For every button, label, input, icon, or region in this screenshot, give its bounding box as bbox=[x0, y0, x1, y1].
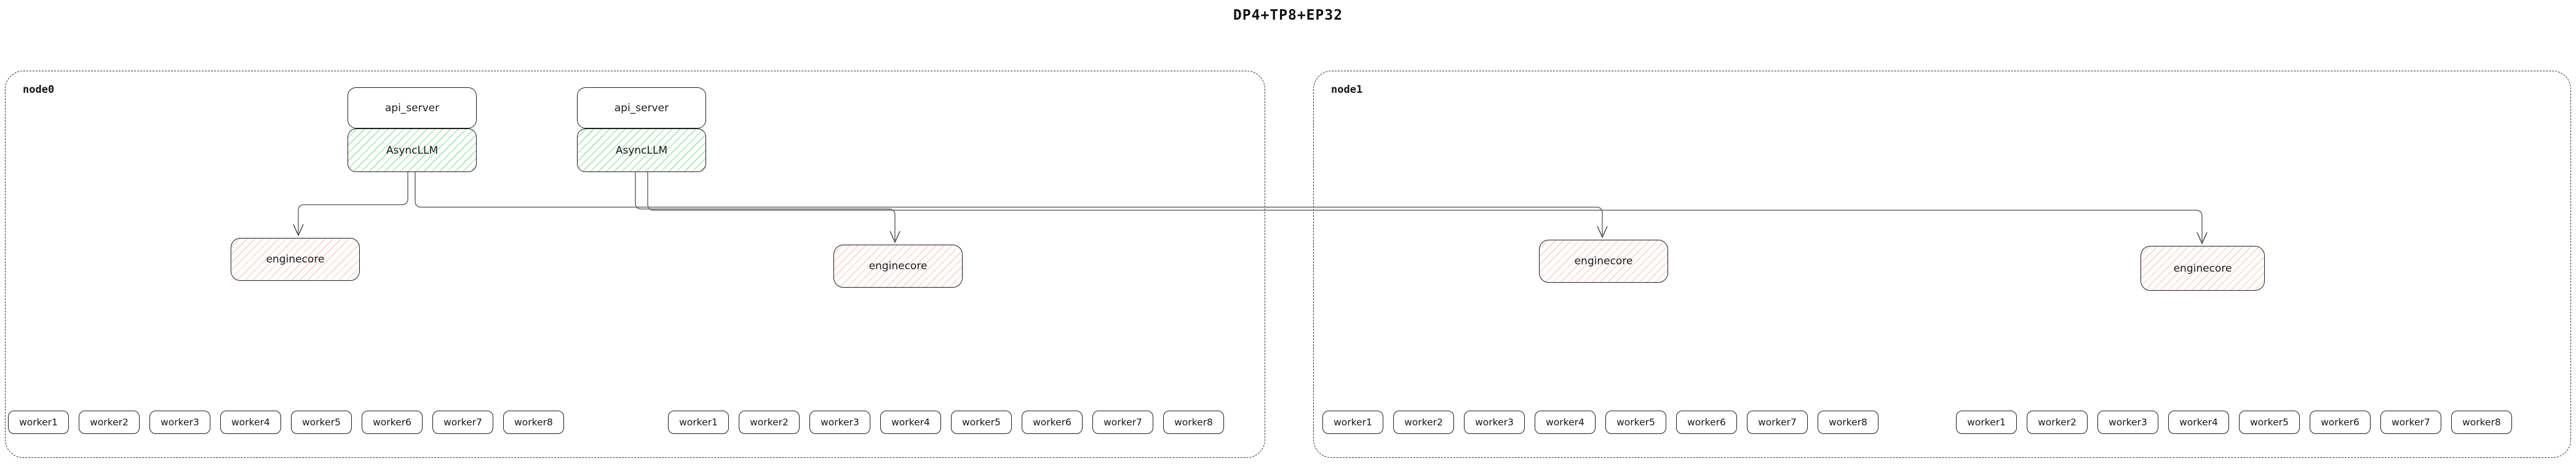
worker-box: worker4 bbox=[880, 411, 941, 434]
worker-box: worker4 bbox=[220, 411, 281, 434]
worker-box: worker7 bbox=[2380, 411, 2441, 434]
worker-box: worker3 bbox=[809, 411, 870, 434]
worker-box: worker8 bbox=[2451, 411, 2512, 434]
node1-label: node1 bbox=[1331, 84, 1363, 96]
worker-box: worker4 bbox=[2168, 411, 2229, 434]
node1-worker-group-1: worker1 worker2 worker3 worker4 worker5 … bbox=[1322, 411, 1878, 434]
worker-box: worker5 bbox=[2239, 411, 2300, 434]
worker-box: worker3 bbox=[1464, 411, 1525, 434]
node0-worker-group-1: worker1 worker2 worker3 worker4 worker5 … bbox=[8, 411, 564, 434]
worker-box: worker8 bbox=[1818, 411, 1878, 434]
enginecore-3-box: enginecore bbox=[1539, 240, 1668, 283]
worker-box: worker8 bbox=[1163, 411, 1224, 434]
worker-box: worker6 bbox=[1676, 411, 1737, 434]
worker-box: worker3 bbox=[2097, 411, 2158, 434]
asyncllm-1-box: AsyncLLM bbox=[348, 128, 477, 172]
enginecore-4-box: enginecore bbox=[2141, 246, 2265, 291]
api-server-2-box: api_server bbox=[577, 87, 706, 128]
worker-box: worker7 bbox=[1747, 411, 1808, 434]
node1-worker-group-2: worker1 worker2 worker3 worker4 worker5 … bbox=[1956, 411, 2512, 434]
worker-box: worker8 bbox=[503, 411, 564, 434]
api-server-1-box: api_server bbox=[348, 87, 477, 128]
worker-box: worker4 bbox=[1535, 411, 1596, 434]
node0-label: node0 bbox=[23, 84, 55, 96]
worker-box: worker5 bbox=[1605, 411, 1666, 434]
node0-container: node0 bbox=[5, 71, 1265, 458]
worker-box: worker2 bbox=[739, 411, 800, 434]
worker-box: worker1 bbox=[8, 411, 69, 434]
enginecore-2-box: enginecore bbox=[833, 245, 963, 288]
asyncllm-2-box: AsyncLLM bbox=[577, 128, 706, 172]
worker-box: worker6 bbox=[362, 411, 423, 434]
node1-container: node1 bbox=[1313, 71, 2571, 458]
worker-box: worker2 bbox=[79, 411, 140, 434]
worker-box: worker1 bbox=[1956, 411, 2017, 434]
worker-box: worker1 bbox=[1322, 411, 1383, 434]
worker-box: worker1 bbox=[668, 411, 729, 434]
worker-box: worker6 bbox=[2310, 411, 2371, 434]
worker-box: worker5 bbox=[291, 411, 352, 434]
enginecore-1-box: enginecore bbox=[231, 238, 360, 281]
worker-box: worker7 bbox=[1092, 411, 1153, 434]
node0-worker-group-2: worker1 worker2 worker3 worker4 worker5 … bbox=[668, 411, 1224, 434]
worker-box: worker6 bbox=[1022, 411, 1083, 434]
worker-box: worker2 bbox=[1393, 411, 1454, 434]
diagram-title: DP4+TP8+EP32 bbox=[1233, 7, 1343, 23]
worker-box: worker7 bbox=[432, 411, 493, 434]
worker-box: worker5 bbox=[951, 411, 1012, 434]
worker-box: worker3 bbox=[149, 411, 210, 434]
worker-box: worker2 bbox=[2027, 411, 2088, 434]
